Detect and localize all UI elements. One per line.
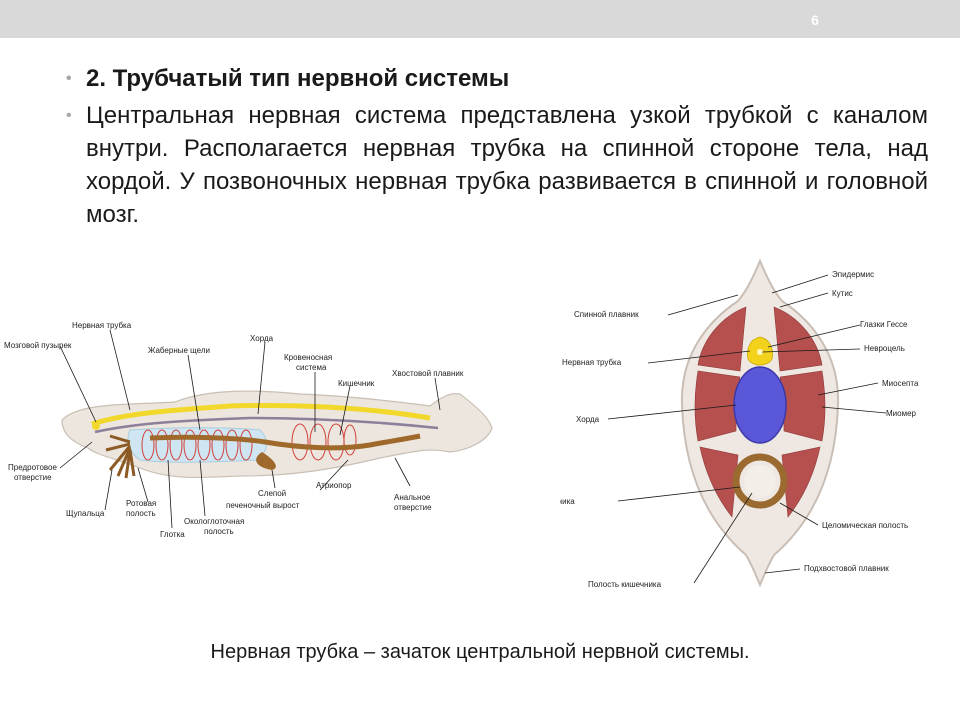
gut-cavity bbox=[744, 465, 776, 497]
slide-caption: Нервная трубка – зачаток центральной нер… bbox=[210, 641, 750, 663]
lancelet-diagram: Нервная трубка Мозговой пузырек Жаберные… bbox=[4, 321, 493, 539]
gill-slits bbox=[141, 423, 357, 461]
label-peripharyngeal: Окологлоточная bbox=[184, 517, 244, 526]
nerve-tube bbox=[91, 403, 431, 427]
label-preoral: Предротовое bbox=[8, 463, 57, 472]
label-anal-2: отверстие bbox=[394, 503, 432, 512]
chord-section bbox=[733, 366, 787, 444]
label-intestine: Кишечник bbox=[338, 379, 375, 388]
label-dorsal-fin: Спинной плавник bbox=[574, 310, 639, 319]
label-neurocoel: Невроцель bbox=[864, 344, 905, 353]
label-circulatory-2: система bbox=[296, 363, 327, 372]
label-blind-2: печеночный вырост bbox=[226, 501, 300, 510]
label-epidermis: Эпидермис bbox=[832, 270, 874, 279]
label-oral: Ротовая bbox=[126, 499, 156, 508]
chord bbox=[94, 416, 439, 434]
myomeres-left bbox=[694, 306, 747, 518]
neurocoel bbox=[757, 349, 763, 355]
label-anal: Анальное bbox=[394, 493, 431, 502]
bullet-item: • 2. Трубчатый тип нервной системы bbox=[66, 62, 928, 95]
label-hindgut: Задний отдел кишечника bbox=[560, 497, 575, 506]
label-brain-vesicle: Мозговой пузырек bbox=[4, 341, 72, 350]
bullet-heading: 2. Трубчатый тип нервной системы bbox=[86, 65, 510, 92]
pharynx-region bbox=[127, 427, 267, 463]
slide-header-bar: 6 bbox=[0, 0, 960, 38]
label-coelom: Целомическая полость bbox=[822, 521, 908, 530]
liver-outgrowth bbox=[256, 452, 276, 470]
label-blind: Слепой bbox=[258, 489, 286, 498]
label-chord: Хорда bbox=[576, 415, 600, 424]
brain-vesicle bbox=[92, 422, 100, 430]
label-myosepta: Миосепта bbox=[882, 379, 919, 388]
label-pharynx: Глотка bbox=[160, 530, 185, 539]
label-chord: Хорда bbox=[250, 334, 274, 343]
label-myomere: Миомер bbox=[886, 409, 917, 418]
label-circulatory: Кровеносная bbox=[284, 353, 332, 362]
label-nerve-tube: Нервная трубка bbox=[562, 358, 622, 367]
bullet-item: • Центральная нервная система представле… bbox=[66, 99, 928, 231]
label-preoral-2: отверстие bbox=[14, 473, 52, 482]
label-cutis: Кутис bbox=[832, 289, 853, 298]
cross-section-diagram: Эпидермис Кутис Спинной плавник Глазки Г… bbox=[560, 258, 919, 589]
label-gut-cavity: Полость кишечника bbox=[588, 580, 662, 589]
hindgut-section bbox=[732, 453, 788, 509]
label-tail-fin: Хвостовой плавник bbox=[392, 369, 464, 378]
bullet-dot-icon: • bbox=[66, 70, 72, 87]
label-tentacles: Щупальца bbox=[66, 509, 105, 518]
bullet-dot-icon: • bbox=[66, 107, 72, 124]
tentacles bbox=[105, 434, 136, 479]
myomeres-right bbox=[773, 306, 826, 518]
label-subcaudal-fin: Подхвостовой плавник bbox=[804, 564, 889, 573]
page-number: 6 bbox=[811, 12, 819, 28]
label-gill-slits: Жаберные щели bbox=[148, 346, 210, 355]
bullet-list: • 2. Трубчатый тип нервной системы • Цен… bbox=[66, 62, 928, 231]
label-nerve-tube: Нервная трубка bbox=[72, 321, 132, 330]
intestine bbox=[149, 433, 421, 451]
label-atriopore: Атриопор bbox=[316, 481, 352, 490]
label-hesse-eyes: Глазки Гессе bbox=[860, 320, 908, 329]
label-oral-2: полость bbox=[126, 509, 156, 518]
label-peripharyngeal-2: полость bbox=[204, 527, 234, 536]
bullet-text: Центральная нервная система представлена… bbox=[86, 102, 928, 228]
